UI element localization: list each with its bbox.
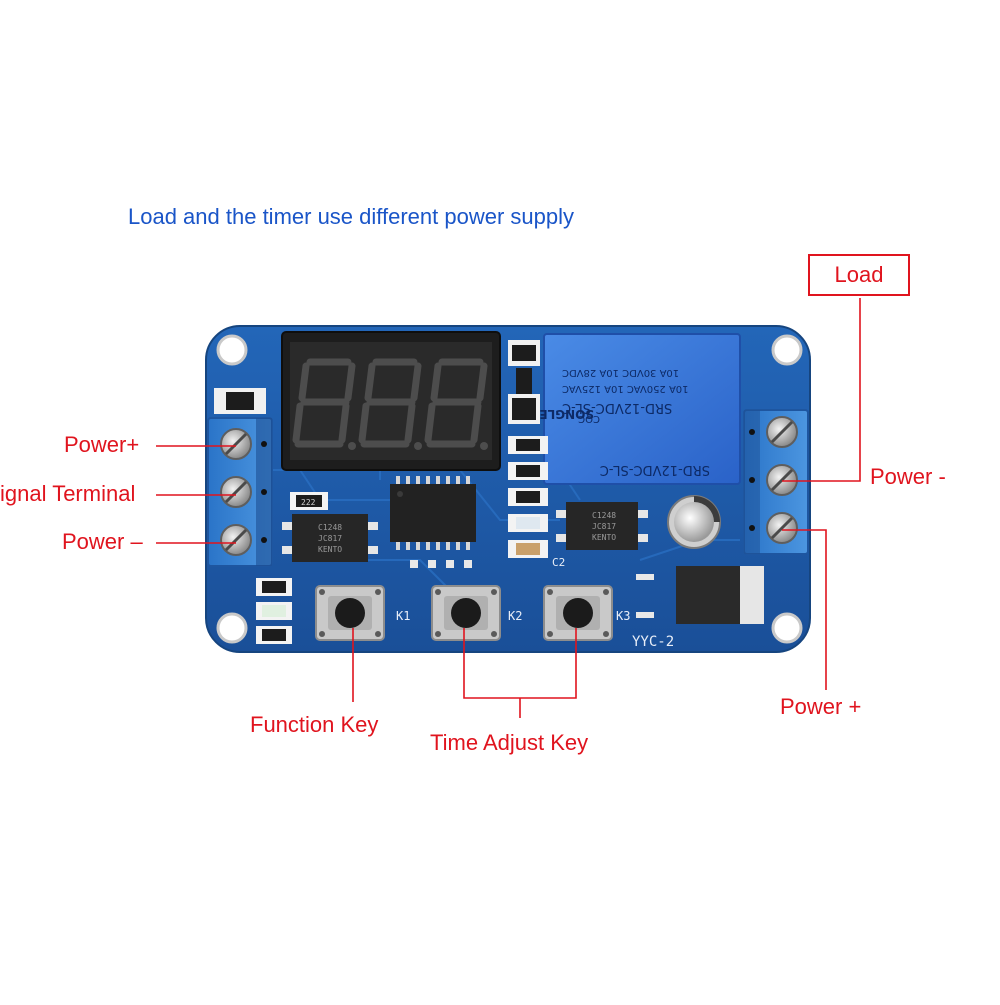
svg-text:KENTO: KENTO — [592, 533, 616, 542]
board-label: YYC-2 — [632, 634, 674, 650]
svg-text:C1248: C1248 — [318, 523, 342, 532]
key-k2[interactable] — [431, 585, 501, 641]
relay-model-text: SRD-12VDC-SL-C — [600, 462, 710, 477]
seven-segment-display — [281, 331, 501, 471]
power-plus-right-label: Power + — [780, 694, 862, 719]
voltage-regulator — [636, 566, 764, 624]
k3-label: K3 — [616, 609, 630, 623]
optocoupler-left: C1248 JC817 KENTO — [282, 514, 378, 562]
time-adjust-key-label: Time Adjust Key — [430, 730, 589, 755]
electrolytic-capacitor — [667, 495, 721, 549]
terminal-block-right — [743, 409, 809, 555]
load-label-box: Load — [808, 254, 910, 296]
signal-terminal-label: ignal Terminal — [0, 481, 136, 506]
key-k1[interactable] — [315, 585, 385, 641]
svg-text:KENTO: KENTO — [318, 545, 342, 554]
relay-model-label: SRD-12VDC-SL-C — [562, 400, 672, 415]
k1-label: K1 — [396, 609, 410, 623]
annotation-lines — [156, 298, 861, 718]
power-plus-left-label: Power+ — [64, 432, 140, 457]
svg-text:JC817: JC817 — [318, 534, 342, 543]
transistor-top-left — [214, 388, 266, 414]
caption-text: Load and the timer use different power s… — [128, 204, 574, 229]
relay-brand: SONGLE — [539, 407, 594, 421]
terminal-block-left — [207, 417, 273, 567]
mounting-holes — [216, 334, 803, 644]
ic-chip — [390, 476, 476, 550]
relay-cert: CQC — [578, 413, 600, 424]
smd-components-column: C2 — [508, 436, 565, 569]
cap-label: C2 — [552, 556, 565, 569]
optocoupler-right: C1248 JC817 KENTO — [556, 502, 648, 550]
smd-left-stack — [256, 578, 292, 644]
function-key-label: Function Key — [250, 712, 379, 737]
svg-text:222: 222 — [301, 498, 316, 507]
load-label: Load — [834, 262, 884, 287]
power-minus-left-label: Power – — [62, 529, 143, 554]
relay: SRD-12VDC-SL-C SRD-12VDC-SL-C 10A 250VAC… — [539, 333, 741, 485]
svg-text:C1248: C1248 — [592, 511, 616, 520]
key-k3[interactable] — [543, 585, 613, 641]
relay-rating-dc: 10A 30VDC 10A 28VDC — [562, 367, 679, 378]
k2-label: K2 — [508, 609, 522, 623]
power-minus-right-label: Power - — [870, 464, 946, 489]
resistor-left: 222 — [290, 492, 328, 510]
pads-row — [410, 560, 472, 568]
svg-text:JC817: JC817 — [592, 522, 616, 531]
transistor-top-middle — [508, 340, 540, 424]
relay-rating-ac: 10A 250VAC 10A 125VAC — [562, 383, 689, 394]
